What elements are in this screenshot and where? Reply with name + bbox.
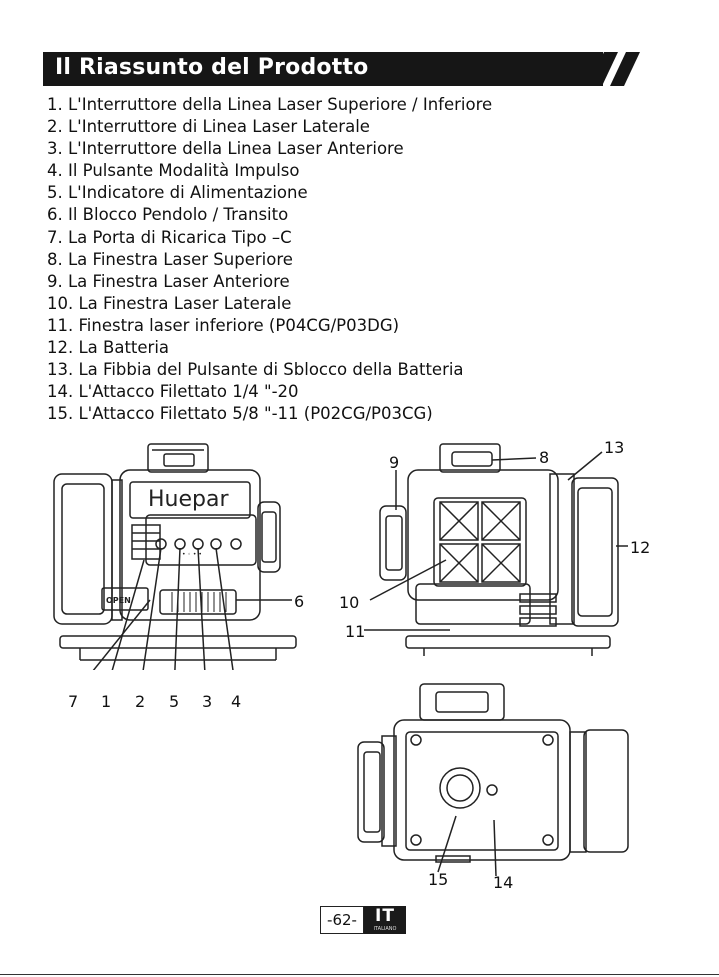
list-item: 8. La Finestra Laser Superiore [47,249,293,269]
callout-9: 9 [389,453,400,472]
page-footer: -62- IT ITALIANO [320,906,406,934]
list-item: 6. Il Blocco Pendolo / Transito [47,205,289,225]
language-code: IT [375,906,395,926]
callout-13: 13 [604,438,625,457]
callout-7: 7 [68,692,79,711]
page-number: -62- [320,906,364,934]
list-item: 1. L'Interruttore della Linea Laser Supe… [47,95,493,114]
svg-text:• ◦ • •: • ◦ • • [182,551,202,558]
list-item: 9. La Finestra Laser Anteriore [47,271,290,291]
language-badge: IT ITALIANO [364,906,406,934]
callout-11: 11 [345,622,366,641]
callout-3: 3 [202,692,213,711]
callout-10: 10 [339,593,360,612]
list-item: 15. L'Attacco Filettato 5/8 "-11 (P02CG/… [47,404,433,424]
callout-1: 1 [101,692,112,711]
list-item: 5. L'Indicatore di Alimentazione [47,183,308,203]
list-item: 12. La Batteria [47,338,170,358]
callout-12: 12 [630,538,651,557]
section-header: Il Riassunto del Prodotto [43,52,603,86]
callout-15: 15 [428,870,449,889]
callout-5: 5 [169,692,180,711]
list-item: 4. Il Pulsante Modalità Impulso [47,161,300,181]
bottom-view-illustration [357,683,629,877]
callout-4: 4 [231,692,242,711]
header-slash-decoration [566,52,640,86]
list-item: 10. La Finestra Laser Laterale [47,293,292,313]
callout-2: 2 [135,692,146,711]
charge-port-label: OPEN [106,596,131,605]
brand-logo: Huepar [148,487,229,512]
list-item: 7. La Porta di Ricarica Tipo –C [47,227,292,247]
side-view-illustration [364,443,628,656]
list-item: 3. L'Interruttore della Linea Laser Ante… [47,139,404,159]
language-name: ITALIANO [373,926,397,932]
callout-6: 6 [294,592,305,611]
list-item: 11. Finestra laser inferiore (P04CG/P03D… [47,315,400,335]
list-item: 14. L'Attacco Filettato 1/4 "-20 [47,382,299,402]
list-item: 2. L'Interruttore di Linea Laser Lateral… [47,117,370,137]
callout-14: 14 [493,873,514,892]
front-view-illustration: Huepar OPEN • ◦ • • [53,443,297,670]
list-item: 13. La Fibbia del Pulsante di Sblocco de… [47,360,464,380]
section-title: Il Riassunto del Prodotto [55,55,369,80]
component-list: 1. L'Interruttore della Linea Laser Supe… [47,94,492,425]
callout-8: 8 [539,448,550,467]
bottom-rule [0,974,719,975]
